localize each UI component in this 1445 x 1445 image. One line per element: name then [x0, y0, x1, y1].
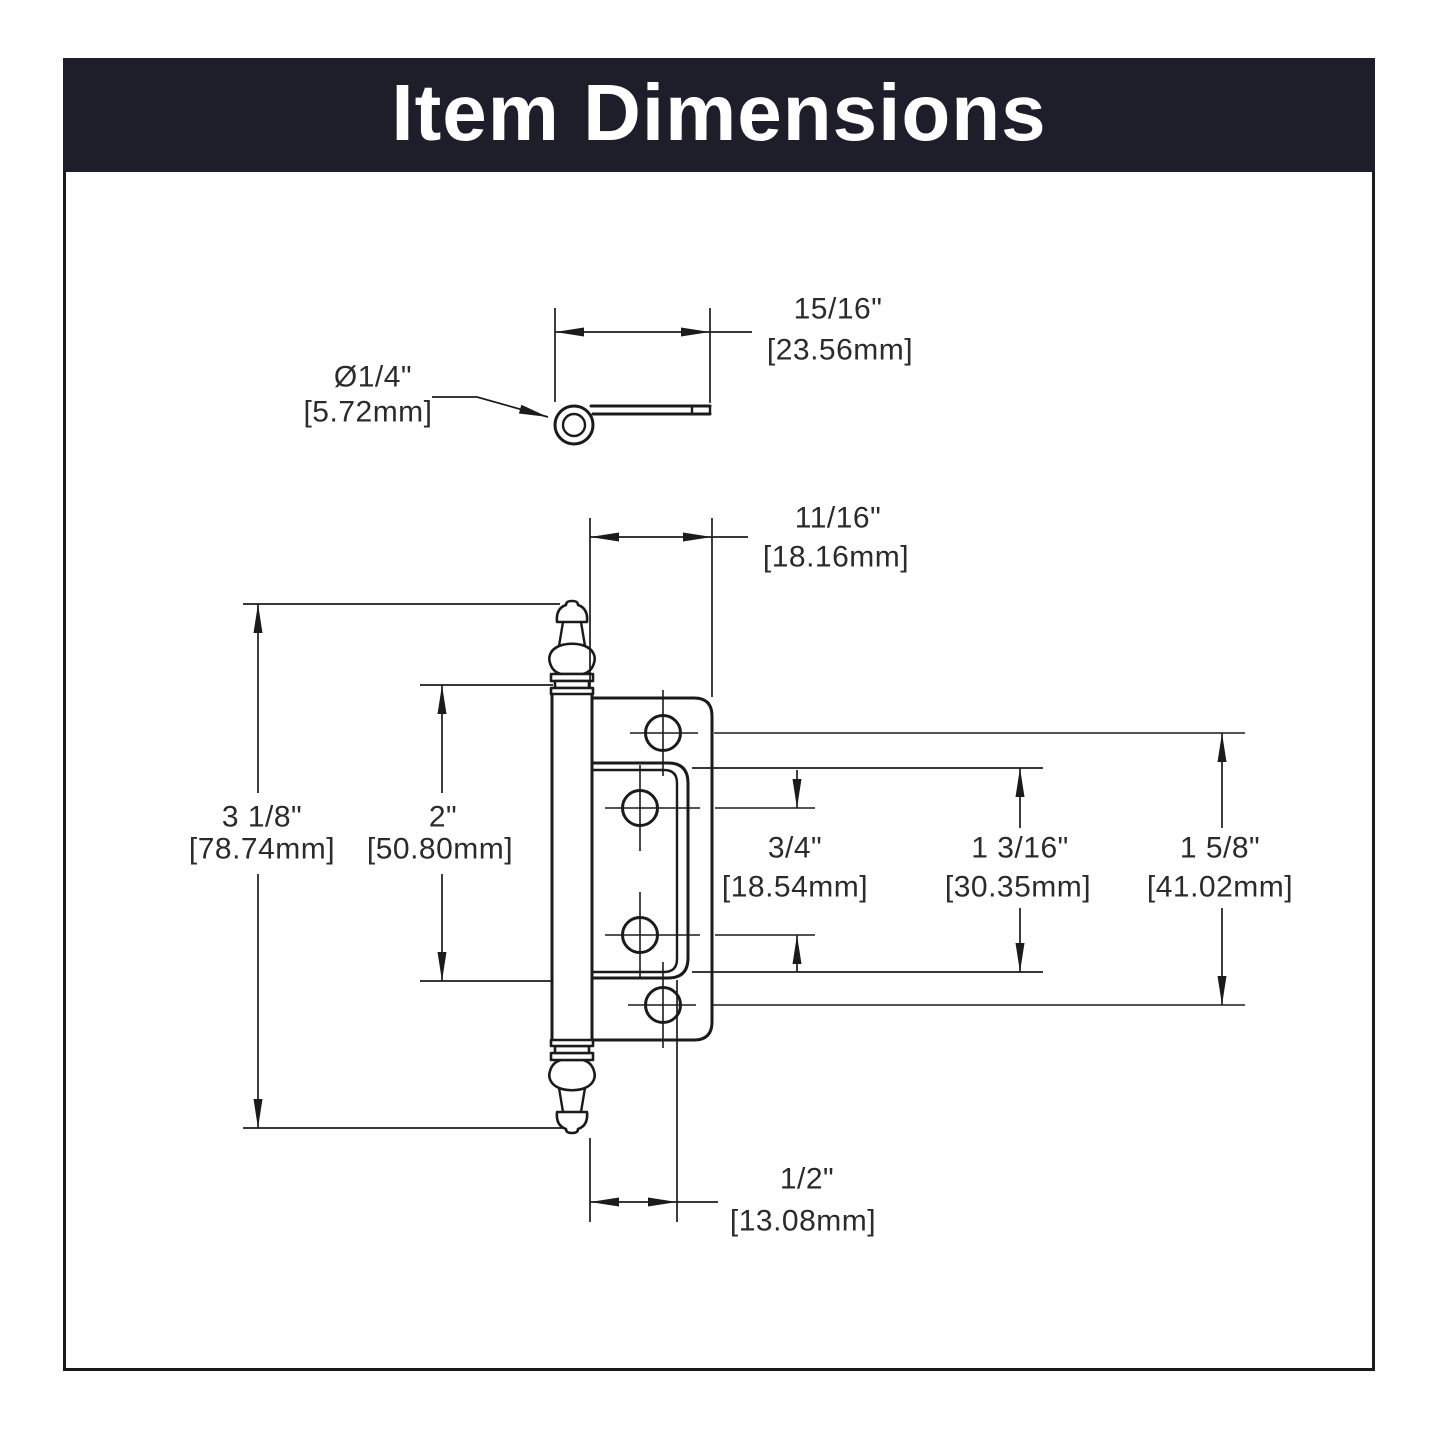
label-leaf-width-mm: [18.16mm]: [763, 541, 909, 574]
label-overall-height-inch: 3 1/8": [222, 801, 302, 834]
label-offset-width-mm: [13.08mm]: [730, 1205, 876, 1238]
label-wrap-height-inch: 1 3/16": [971, 832, 1069, 865]
dim-overall-height: [243, 603, 564, 1129]
label-outer-hole-spacing-inch: 1 5/8": [1180, 832, 1260, 865]
dim-barrel-height: [420, 684, 553, 982]
label-offset-width-inch: 1/2": [780, 1163, 834, 1196]
leaf-profile: [589, 404, 712, 416]
outer-leaf: [590, 696, 714, 1042]
label-overall-height-mm: [78.74mm]: [189, 833, 335, 866]
barrel-cross-section: [553, 404, 595, 446]
label-mid-hole-spacing-inch: 3/4": [768, 832, 822, 865]
wrap-leaf-thickness: [590, 768, 679, 974]
label-barrel-height-inch: 2": [429, 801, 457, 834]
hole-center-lines: [605, 690, 1245, 1048]
screw-holes: [621, 714, 682, 1024]
page-title: Item Dimensions: [391, 68, 1047, 157]
dim-offset-width: [589, 980, 718, 1222]
wrap-leaf-outline: [590, 761, 690, 980]
pin-diameter-leader: [432, 396, 549, 418]
label-barrel-height-mm: [50.80mm]: [367, 833, 513, 866]
label-pin-diameter-inch: Ø1/4": [334, 361, 412, 394]
label-top-width-inch: 15/16": [794, 293, 883, 326]
dim-top-width: [554, 308, 752, 403]
header-band: Item Dimensions: [63, 58, 1375, 172]
pin-hole: [561, 412, 587, 438]
label-outer-hole-spacing-mm: [41.02mm]: [1147, 871, 1293, 904]
barrel: [550, 692, 594, 1042]
label-mid-hole-spacing-mm: [18.54mm]: [722, 871, 868, 904]
dim-leaf-width: [589, 518, 748, 697]
dimension-labels: 15/16" [23.56mm] Ø1/4" [5.72mm] 11/16" […: [189, 293, 1293, 1238]
label-leaf-width-inch: 11/16": [795, 502, 882, 535]
label-wrap-height-mm: [30.35mm]: [945, 871, 1091, 904]
label-pin-diameter-mm: [5.72mm]: [303, 396, 432, 429]
hinge-top-view: [432, 308, 752, 446]
dimension-annotations: [243, 518, 1227, 1222]
label-top-width-mm: [23.56mm]: [767, 334, 913, 367]
hinge-front-view: [547, 599, 1245, 1135]
bottom-finial: [547, 1038, 597, 1135]
top-finial: [547, 599, 597, 696]
